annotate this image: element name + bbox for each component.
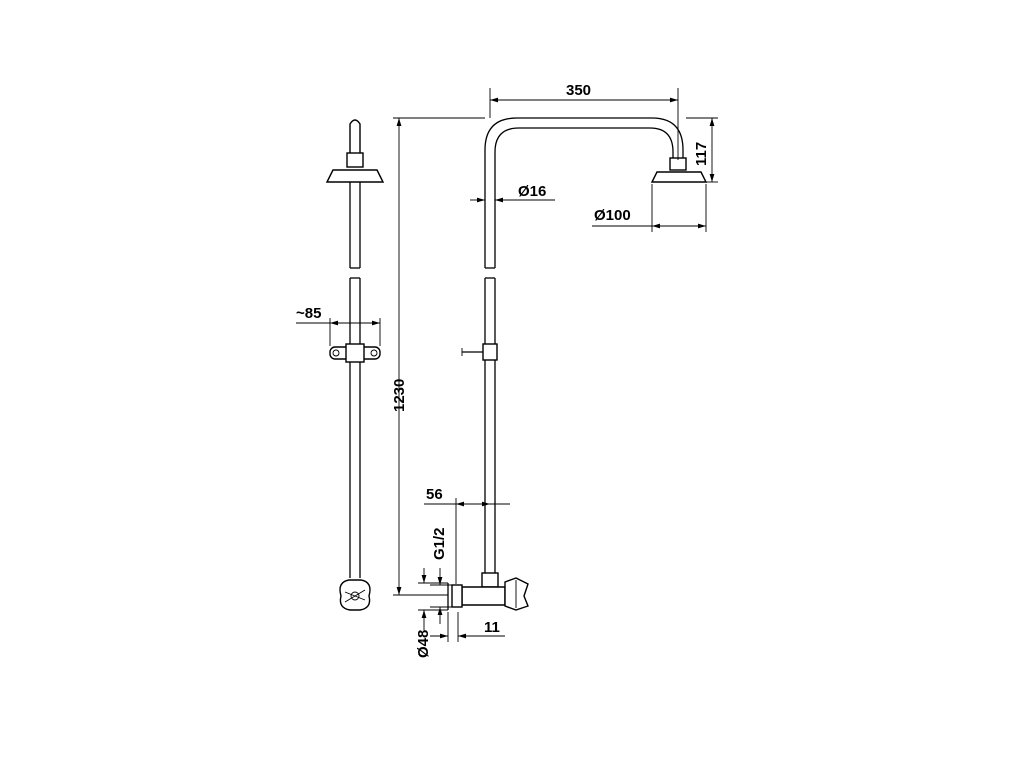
flange-depth-label: 11	[484, 619, 500, 636]
side-view: ~85	[296, 119, 385, 611]
front-view: 350 117 Ø16 Ø100 1230 56 G1/2	[391, 82, 718, 658]
side-wall-bracket	[329, 343, 381, 363]
side-pipe-top	[349, 119, 361, 160]
riser-arm-inner	[494, 127, 674, 268]
side-head-nut	[346, 152, 364, 168]
flange-diameter-label: Ø48	[415, 630, 432, 658]
pipe-diameter-label: Ø16	[518, 183, 546, 200]
front-wall-bracket	[461, 343, 498, 361]
head-diameter-label: Ø100	[594, 207, 631, 224]
arm-length-label: 350	[566, 82, 591, 99]
front-valve	[447, 572, 529, 611]
head-drop-label: 117	[693, 142, 710, 166]
total-height-label: 1230	[391, 379, 408, 412]
side-valve-handle	[339, 579, 371, 611]
thread-label: G1/2	[431, 527, 448, 560]
riser-arm-outer	[484, 117, 684, 268]
side-shower-head	[325, 169, 385, 183]
front-shower-head	[650, 171, 708, 183]
bracket-width-label: ~85	[296, 305, 321, 322]
offset-label: 56	[426, 486, 443, 503]
